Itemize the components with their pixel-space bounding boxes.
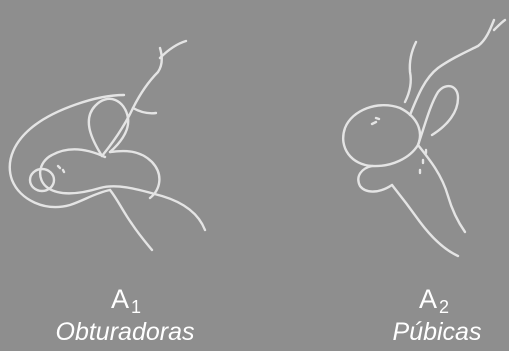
lower-lobe-a2 <box>358 166 392 192</box>
sketch-obturadoras <box>10 41 205 250</box>
inner-contour-a1 <box>40 149 205 230</box>
panel-name-a2: Púbicas <box>372 320 502 345</box>
upper-lobe-a2 <box>343 105 420 166</box>
lower-branch-a1 <box>110 190 152 250</box>
sketch-publicas <box>343 20 505 256</box>
dot-marks-a2 <box>372 118 379 124</box>
loop-a1 <box>110 151 159 198</box>
dashed-mark-a2 <box>420 150 426 173</box>
right-loop-a2 <box>418 86 458 145</box>
inner-lower-edge-a2 <box>418 145 465 232</box>
panel-letter-a2: A <box>419 284 437 314</box>
panel-subscript-a2: 2 <box>439 297 449 317</box>
dot-marks-a1 <box>58 166 64 172</box>
vessel-offshoot-a2 <box>405 42 416 102</box>
panel-name-a1: Obturadoras <box>20 320 230 345</box>
panel-letter-a1: A <box>111 284 129 314</box>
vessel-offshoot-a1 <box>133 108 156 113</box>
panel-subscript-a1: 1 <box>131 297 141 317</box>
